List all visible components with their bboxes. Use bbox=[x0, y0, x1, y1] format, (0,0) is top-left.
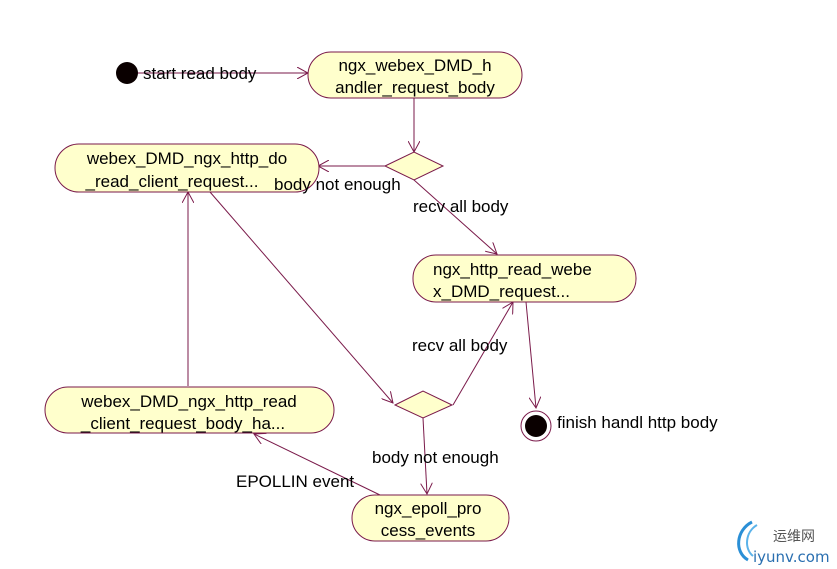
edge-label-recv-all-body-2: recv all body bbox=[412, 336, 508, 355]
activity-read-webex: ngx_http_read_webe x_DMD_request... bbox=[412, 254, 637, 303]
edge-do-read-to-decision2 bbox=[209, 191, 393, 403]
activity-do-read-line1: webex_DMD_ngx_http_do bbox=[86, 149, 287, 168]
activity-do-read: webex_DMD_ngx_http_do _read_client_reque… bbox=[54, 143, 320, 193]
edge-label-body-not-enough-2: body not enough bbox=[372, 448, 499, 467]
activity-do-read-line2: _read_client_request... bbox=[85, 172, 259, 191]
activity-handler: ngx_webex_DMD_h andler_request_body bbox=[307, 51, 523, 99]
activity-read-webex-line2: x_DMD_request... bbox=[433, 282, 570, 301]
edge-decision1-to-read-webex bbox=[413, 179, 497, 254]
decision-node-1 bbox=[383, 151, 445, 181]
edge-decision2-to-read-webex bbox=[452, 302, 513, 406]
edge-label-epollin-event: EPOLLIN event bbox=[236, 472, 354, 491]
activity-read-handler-line1: webex_DMD_ngx_http_read bbox=[80, 392, 296, 411]
activity-epoll-line1: ngx_epoll_pro bbox=[375, 499, 482, 518]
edge-decision2-to-epoll bbox=[423, 417, 427, 494]
watermark-en: iyunv.com bbox=[753, 548, 830, 566]
watermark-cn: 运维网 bbox=[773, 529, 815, 545]
activity-handler-line1: ngx_webex_DMD_h bbox=[338, 56, 491, 75]
edges bbox=[127, 73, 536, 496]
decision-node-2 bbox=[393, 390, 454, 419]
activity-handler-line2: andler_request_body bbox=[335, 78, 495, 97]
activity-read-webex-line1: ngx_http_read_webe bbox=[433, 260, 592, 279]
activity-read-handler: webex_DMD_ngx_http_read _client_request_… bbox=[44, 386, 335, 434]
watermark-swoosh-icon bbox=[737, 520, 753, 562]
watermark-logo: 运维网 iyunv.com bbox=[737, 520, 830, 566]
edge-label-recv-all-body-1: recv all body bbox=[413, 197, 509, 216]
activity-epoll: ngx_epoll_pro cess_events bbox=[351, 494, 510, 542]
edge-label-body-not-enough-1: body not enough bbox=[274, 175, 401, 194]
end-label: finish handl http body bbox=[557, 413, 718, 432]
activity-read-handler-line2: _client_request_body_ha... bbox=[80, 414, 285, 433]
edge-epoll-to-read-handler bbox=[254, 434, 381, 496]
start-label: start read body bbox=[143, 64, 257, 83]
end-node bbox=[520, 410, 552, 442]
edge-read-webex-to-end bbox=[525, 301, 536, 408]
activity-epoll-line2: cess_events bbox=[381, 521, 476, 540]
start-node bbox=[116, 62, 138, 84]
